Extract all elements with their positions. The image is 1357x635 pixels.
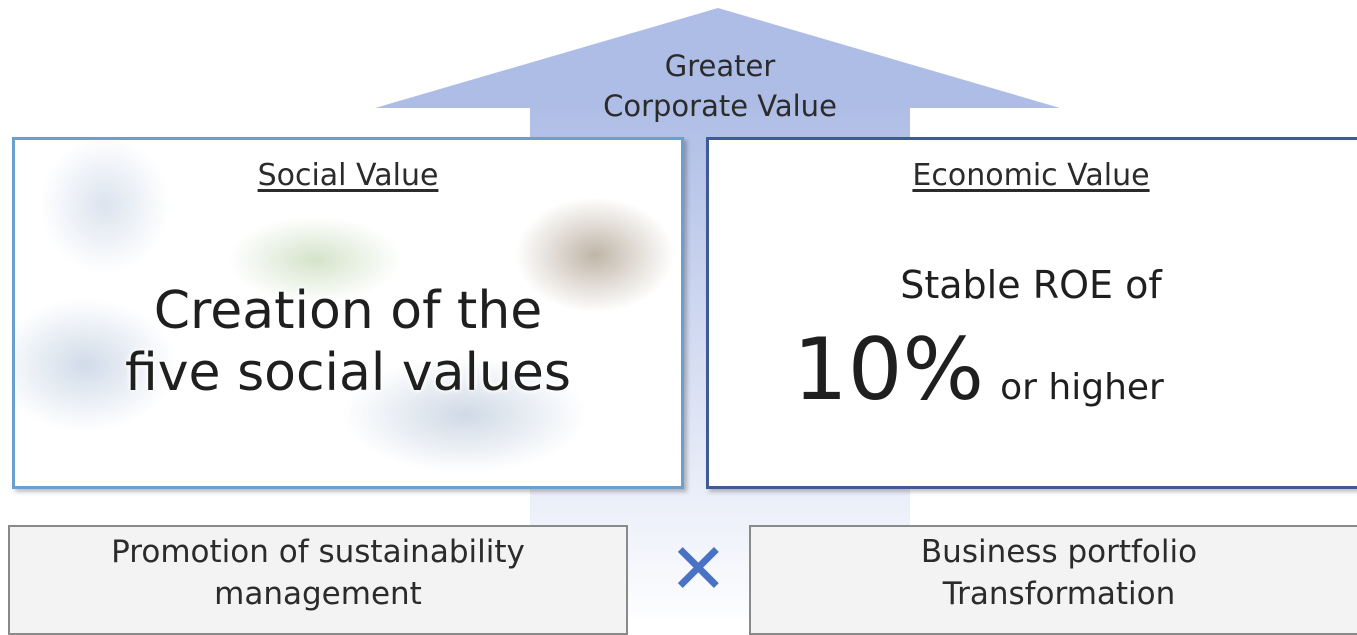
pillar-portfolio-line2: Transformation [942, 576, 1176, 612]
arrow-head [375, 8, 1060, 108]
arrow-label-line2: Corporate Value [603, 89, 837, 123]
pillar-sustainability-line1: Promotion of sustainability [111, 534, 525, 570]
multiply-icon: ✕ [669, 528, 728, 610]
arrow-label-line1: Greater [664, 49, 776, 83]
arrow-label: Greater Corporate Value [560, 46, 880, 126]
roe-target-value: 10% [793, 320, 985, 420]
social-value-box: Social Value Creation of the five social… [12, 137, 684, 489]
social-value-statement: Creation of the five social values [15, 280, 681, 404]
pillar-sustainability: Promotion of sustainability management [8, 525, 628, 635]
social-value-line1: Creation of the [153, 281, 543, 341]
roe-statement: Stable ROE of [900, 263, 1162, 307]
pillar-sustainability-line2: management [214, 576, 422, 612]
economic-value-box: Economic Value Stable ROE of 10% or highe… [706, 137, 1357, 489]
pillar-portfolio: Business portfolio Transformation [749, 525, 1357, 635]
social-value-heading: Social Value [257, 158, 439, 193]
economic-value-heading: Economic Value [912, 158, 1150, 193]
roe-target: 10% or higher [793, 320, 1164, 420]
roe-target-suffix: or higher [1000, 367, 1164, 408]
pillar-portfolio-line1: Business portfolio [920, 534, 1198, 570]
social-value-line2: five social values [125, 343, 571, 403]
